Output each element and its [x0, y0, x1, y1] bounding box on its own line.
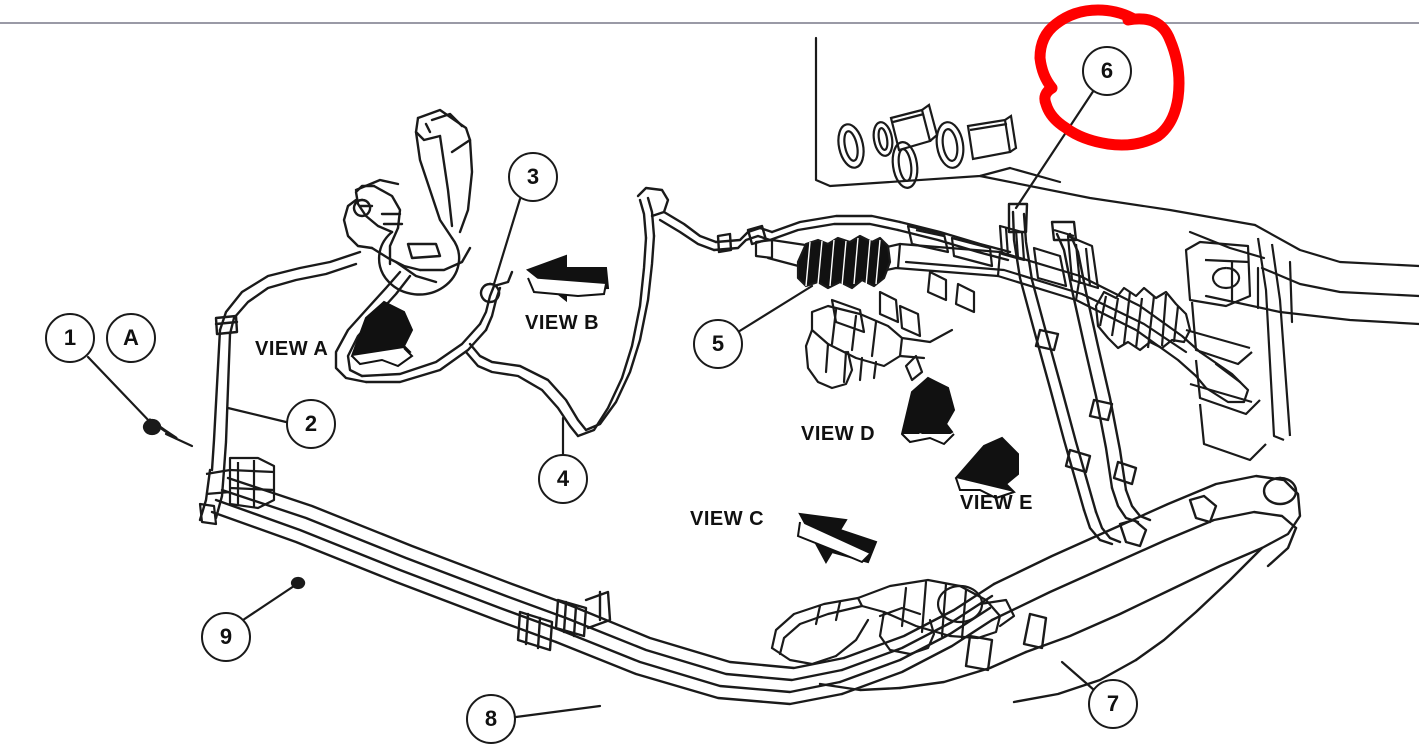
callout-1[interactable]: 1: [45, 313, 95, 363]
callout-2[interactable]: 2: [286, 399, 336, 449]
view-b-arrow: [525, 254, 610, 303]
hose-retaining-clip-left: [198, 456, 276, 526]
lower-hose-run: [210, 476, 996, 706]
power-steering-pump: [342, 108, 474, 296]
pump-feed-hose: [198, 250, 362, 522]
steering-gear-rack: [754, 238, 1250, 404]
rack-bellows-boot-right: [1094, 286, 1192, 352]
tie-rod-assembly: [770, 578, 1016, 666]
gear-return-hoses: [1007, 202, 1152, 546]
callout-5[interactable]: 5: [693, 319, 743, 369]
upper-gear-hose: [712, 214, 1012, 262]
callout-4[interactable]: 4: [538, 454, 588, 504]
view-e-label: VIEW E: [960, 492, 1034, 514]
red-highlight-circle: [1034, 4, 1185, 151]
rack-bellows-boot-left: [796, 234, 892, 290]
view-c-label: VIEW C: [690, 508, 765, 530]
callout-A[interactable]: A: [106, 313, 156, 363]
view-e-arrow: [954, 436, 1019, 500]
view-a-arrow: [350, 300, 414, 368]
callout-9[interactable]: 9: [201, 612, 251, 662]
view-d-arrow: [900, 376, 956, 446]
vehicle-structure: [814, 36, 1419, 326]
callout-3[interactable]: 3: [508, 152, 558, 202]
callout-7[interactable]: 7: [1088, 679, 1138, 729]
o-ring-seal-set: [837, 103, 1018, 189]
callout-6[interactable]: 6: [1082, 46, 1132, 96]
right-body-bracket: [1184, 237, 1292, 462]
pressure-line-to-gear: [464, 186, 718, 438]
rack-mount-bracket: [804, 304, 954, 390]
view-c-arrow: [796, 512, 878, 565]
view-a-label: VIEW A: [255, 338, 329, 360]
view-b-label: VIEW B: [525, 312, 600, 334]
callout-8[interactable]: 8: [466, 694, 516, 744]
view-d-label: VIEW D: [801, 423, 876, 445]
callout-leader-lines: [86, 88, 1096, 719]
front-subframe: [818, 474, 1302, 704]
pump-return-hose: [334, 270, 514, 384]
top-horizontal-rule: [0, 22, 1419, 24]
